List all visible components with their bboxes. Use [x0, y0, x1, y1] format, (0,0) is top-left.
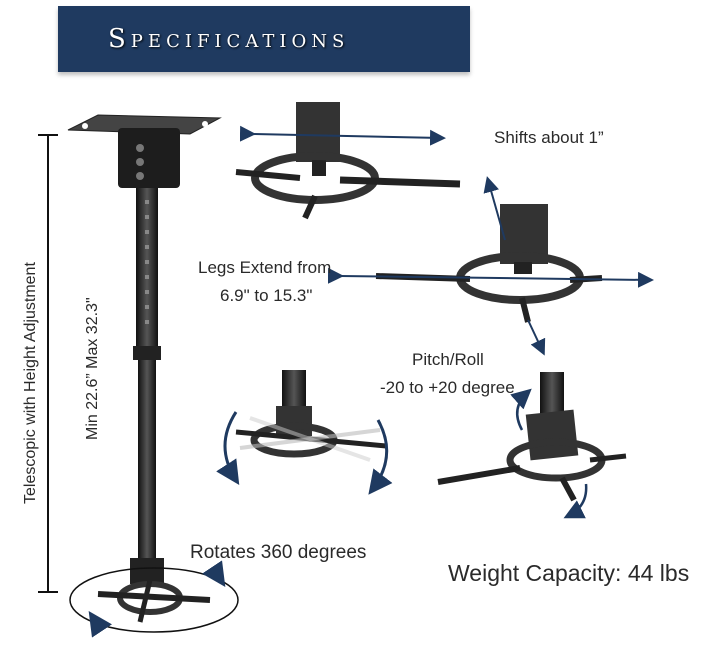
- weight-capacity-label: Weight Capacity: 44 lbs: [448, 560, 690, 586]
- pitch-roll-label-line1: Pitch/Roll: [412, 350, 484, 369]
- legs-extend-label-line2: 6.9" to 15.3": [220, 286, 313, 305]
- height-dimension-line: [38, 134, 58, 593]
- banner-title: Specifications: [108, 24, 350, 54]
- projector-mount-icon: [67, 114, 239, 638]
- telescopic-label: Telescopic with Height Adjustment: [22, 262, 39, 504]
- pitch-roll-label-line2: -20 to +20 degree: [380, 378, 515, 397]
- shift-label: Shifts about 1”: [494, 128, 604, 147]
- legs-extend-label-line1: Legs Extend from: [198, 258, 332, 277]
- pitch-roll-mount-illustration: [437, 372, 627, 519]
- shift-mount-illustration: [235, 102, 461, 220]
- rotate-label: Rotates 360 degrees: [190, 542, 367, 563]
- min-max-height-label: Min 22.6” Max 32.3": [84, 297, 101, 440]
- legs-extend-mount-illustration: [327, 176, 654, 356]
- specifications-banner: Specifications: [58, 6, 470, 72]
- rotation-mount-illustration: [216, 370, 393, 495]
